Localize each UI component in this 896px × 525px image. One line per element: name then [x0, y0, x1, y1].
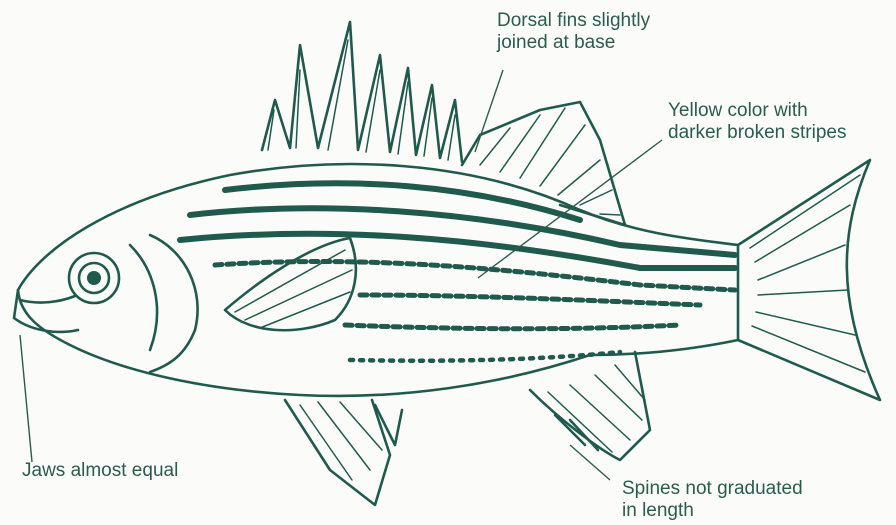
- jaws-leader-line: [20, 335, 32, 462]
- pectoral-fin: [225, 238, 356, 330]
- eye: [69, 253, 119, 303]
- body-stripes: [180, 183, 735, 360]
- dorsal-leader-line: [475, 70, 503, 152]
- pelvic-fin: [285, 400, 402, 505]
- dorsal-fin-label-line1: Dorsal fins slightly: [497, 10, 650, 32]
- dorsal-fin-label-line2: joined at base: [497, 32, 650, 54]
- color-label: Yellow color with darker broken stripes: [668, 100, 846, 144]
- spiny-dorsal-fin: [262, 22, 462, 162]
- gill-cover: [130, 235, 198, 372]
- tail-fin: [738, 160, 880, 400]
- color-label-line1: Yellow color with: [668, 100, 846, 122]
- dorsal-fin-label: Dorsal fins slightly joined at base: [497, 10, 650, 54]
- spines-label-line1: Spines not graduated: [622, 478, 803, 500]
- jaws-label-line1: Jaws almost equal: [22, 460, 178, 482]
- jaws-label: Jaws almost equal: [22, 460, 178, 482]
- spines-label: Spines not graduated in length: [622, 478, 803, 522]
- color-label-line2: darker broken stripes: [668, 122, 846, 144]
- spines-label-line2: in length: [622, 500, 803, 522]
